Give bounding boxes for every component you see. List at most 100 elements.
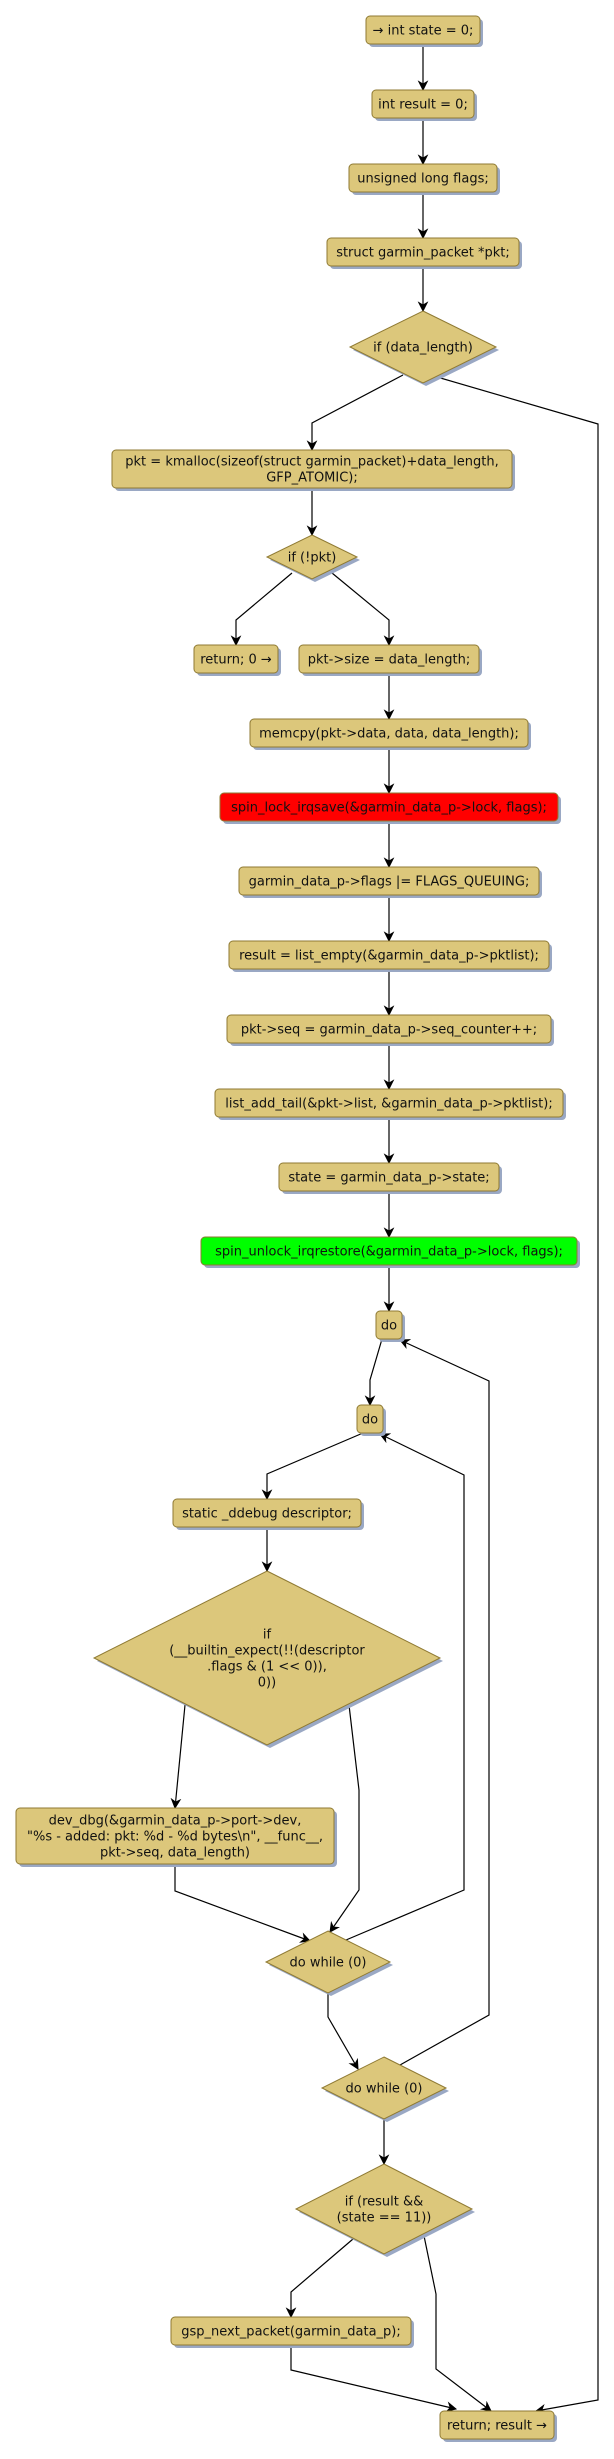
statement-box xyxy=(193,644,279,674)
node-label: pkt->seq = garmin_data_p->seq_counter++; xyxy=(241,1023,537,1038)
decision-node-n21: if(__builtin_expect(!!(descriptor.flags … xyxy=(92,1570,443,1748)
node-label: list_add_tail(&pkt->list, &garmin_data_p… xyxy=(225,1097,552,1112)
statement-box xyxy=(375,1310,403,1340)
statement-box xyxy=(356,1404,384,1434)
statement-node-n15: list_add_tail(&pkt->list, &garmin_data_p… xyxy=(214,1088,566,1120)
edge-n26-to-n27 xyxy=(290,2345,458,2413)
node-label: if (data_length) xyxy=(373,341,473,356)
node-label: if (result && xyxy=(345,2195,424,2210)
node-label: pkt->size = data_length; xyxy=(308,653,470,668)
decision-diamond xyxy=(294,2163,474,2255)
statement-box xyxy=(111,449,513,489)
nodes: → int state = 0; int result = 0; unsigned … xyxy=(15,15,580,2442)
statement-box xyxy=(348,163,498,193)
node-label: do xyxy=(381,1319,397,1334)
statement-node-n14: pkt->seq = garmin_data_p->seq_counter++; xyxy=(226,1014,554,1046)
statement-node-n17: spin_unlock_irqrestore(&garmin_data_p->l… xyxy=(200,1236,580,1268)
statement-box xyxy=(200,1236,578,1266)
statement-box xyxy=(219,792,559,822)
statement-node-n8: return; 0 → xyxy=(193,644,281,676)
statement-node-n6: pkt = kmalloc(sizeof(struct garmin_packe… xyxy=(111,449,515,491)
node-label: GFP_ATOMIC); xyxy=(266,471,358,486)
edge-n23-to-n24 xyxy=(327,1993,359,2070)
edges xyxy=(170,44,599,2415)
node-label: gsp_next_packet(garmin_data_p); xyxy=(181,2325,401,2340)
statement-box xyxy=(298,644,480,674)
statement-node-n27: return; result → xyxy=(439,2410,557,2442)
statement-node-n19: do xyxy=(356,1404,386,1436)
node-label: unsigned long flags; xyxy=(357,172,489,187)
edge-n25-to-n27 xyxy=(422,2230,492,2412)
node-label: result = list_empty(&garmin_data_p->pktl… xyxy=(239,949,539,964)
decision-diamond xyxy=(348,310,498,384)
decision-node-n24: do while (0) xyxy=(320,2056,449,2122)
statement-node-n22: dev_dbg(&garmin_data_p->port->dev,"%s - … xyxy=(15,1807,337,1867)
statement-node-n20: static _ddebug descriptor; xyxy=(172,1498,364,1530)
statement-node-n1: → int state = 0; xyxy=(365,15,483,47)
node-label: garmin_data_p->flags |= FLAGS_QUEUING; xyxy=(249,875,530,890)
edge-n19-to-n20 xyxy=(261,1432,364,1501)
edge-n18-to-n19 xyxy=(364,1338,383,1407)
statement-node-n16: state = garmin_data_p->state; xyxy=(278,1162,502,1194)
statement-box xyxy=(326,237,520,267)
edge-n21-to-n22 xyxy=(170,1704,186,1810)
statement-box xyxy=(249,718,529,748)
node-label: → int state = 0; xyxy=(373,24,474,39)
statement-box xyxy=(228,940,550,970)
statement-box xyxy=(439,2410,555,2440)
node-label: do xyxy=(362,1413,378,1428)
edge-n5-to-n27 xyxy=(436,376,599,2415)
statement-node-n26: gsp_next_packet(garmin_data_p); xyxy=(170,2316,414,2348)
decision-diamond xyxy=(265,534,359,580)
statement-node-n3: unsigned long flags; xyxy=(348,163,500,195)
edge-n21-to-n23 xyxy=(329,1704,360,1933)
decision-diamond xyxy=(92,1570,442,1746)
statement-box xyxy=(365,15,481,45)
statement-node-n2: int result = 0; xyxy=(371,89,477,121)
node-label: return; 0 → xyxy=(200,653,272,668)
statement-box xyxy=(15,1807,335,1865)
node-label: if xyxy=(263,1628,272,1643)
node-label: do while (0) xyxy=(290,1956,367,1971)
decision-node-n25: if (result &&(state == 11)) xyxy=(294,2163,475,2257)
node-label: if (!pkt) xyxy=(288,551,337,566)
edge-n7-to-n9 xyxy=(331,572,395,647)
node-label: spin_lock_irqsave(&garmin_data_p->lock, … xyxy=(231,801,547,816)
node-label: "%s - added: pkt: %d - %d bytes\n", __fu… xyxy=(27,1830,323,1845)
statement-node-n10: memcpy(pkt->data, data, data_length); xyxy=(249,718,531,750)
node-label: pkt->seq, data_length) xyxy=(100,1846,250,1861)
statement-node-n12: garmin_data_p->flags |= FLAGS_QUEUING; xyxy=(238,866,542,898)
node-label: return; result → xyxy=(447,2419,547,2434)
edge-n25-to-n26 xyxy=(285,2238,354,2319)
edge-n22-to-n23 xyxy=(174,1864,312,1943)
statement-box xyxy=(226,1014,552,1044)
node-label: (__builtin_expect(!!(descriptor xyxy=(169,1644,365,1659)
decision-node-n5: if (data_length) xyxy=(348,310,499,386)
statement-box xyxy=(238,866,540,896)
decision-diamond xyxy=(264,1930,392,1994)
node-label: struct garmin_packet *pkt; xyxy=(336,246,510,261)
node-label: .flags & (1 << 0)), xyxy=(207,1660,327,1675)
statement-box xyxy=(371,89,475,119)
statement-node-n11: spin_lock_irqsave(&garmin_data_p->lock, … xyxy=(219,792,561,824)
statement-node-n4: struct garmin_packet *pkt; xyxy=(326,237,522,269)
node-label: do while (0) xyxy=(346,2082,423,2097)
statement-node-n13: result = list_empty(&garmin_data_p->pktl… xyxy=(228,940,552,972)
edge-n24-to-n18 xyxy=(399,1339,490,2066)
statement-node-n18: do xyxy=(375,1310,405,1342)
node-label: (state == 11)) xyxy=(337,2211,432,2226)
statement-node-n9: pkt->size = data_length; xyxy=(298,644,482,676)
node-label: 0)) xyxy=(258,1676,276,1691)
edge-n7-to-n8 xyxy=(230,572,293,647)
decision-node-n23: do while (0) xyxy=(264,1930,393,1996)
edge-n5-to-n6 xyxy=(306,374,404,452)
edge-n23-to-n19 xyxy=(345,1433,465,1941)
node-label: int result = 0; xyxy=(378,98,468,113)
node-label: memcpy(pkt->data, data, data_length); xyxy=(259,727,519,742)
node-label: spin_unlock_irqrestore(&garmin_data_p->l… xyxy=(215,1245,563,1260)
node-label: state = garmin_data_p->state; xyxy=(288,1171,489,1186)
statement-box xyxy=(170,2316,412,2346)
decision-node-n7: if (!pkt) xyxy=(265,534,360,582)
decision-diamond xyxy=(320,2056,448,2120)
